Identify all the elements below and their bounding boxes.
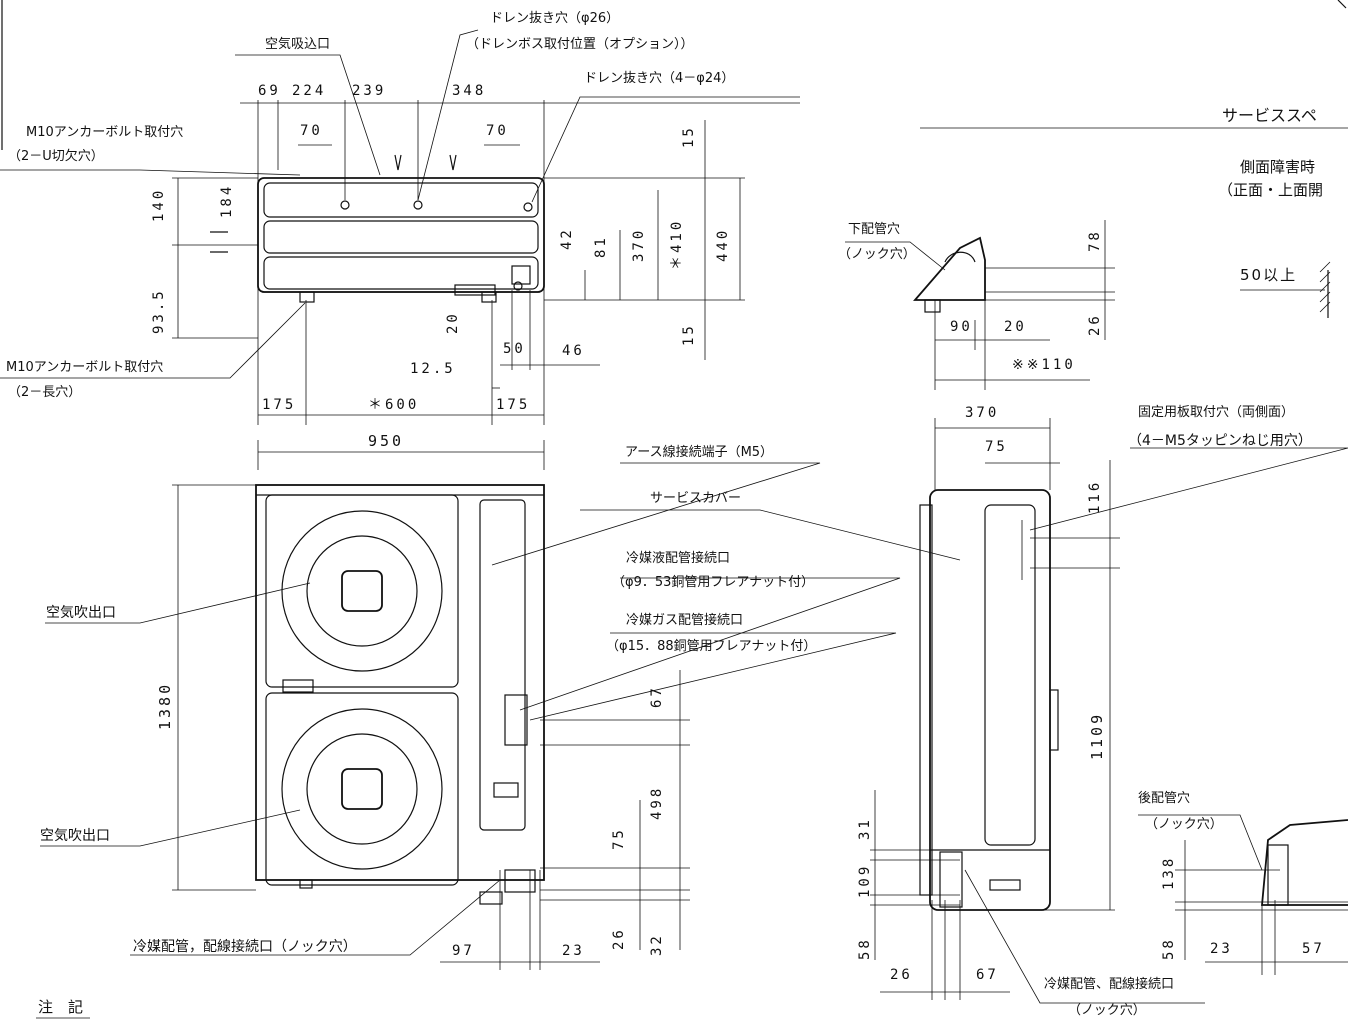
- drain-hole-4x24-label: ドレン抜き穴（4－φ24）: [584, 71, 735, 86]
- dim-12-5: 12.5: [410, 361, 456, 377]
- dim-410: ＊410: [669, 218, 685, 270]
- dim-20-top: 20: [445, 311, 461, 334]
- dim-78: 78: [1087, 229, 1103, 252]
- side-obstacle-label: 側面障害時: [1240, 158, 1316, 176]
- dim-15-top: 15: [681, 125, 697, 148]
- side-view: [870, 418, 1348, 1004]
- dim-67-front: 67: [649, 685, 665, 708]
- dim-26-side: 26: [890, 967, 913, 983]
- rear-pipe-detail: [1138, 814, 1348, 975]
- drain-boss-label: （ドレンボス取付位置（オプション））: [466, 37, 694, 52]
- dim-23-rear: 23: [1210, 941, 1233, 957]
- notes-heading: 注 記: [38, 998, 84, 1016]
- bottom-pipe-detail: [845, 220, 1115, 390]
- dim-600: ＊600: [368, 397, 420, 413]
- dim-42: 42: [559, 227, 575, 250]
- dim-109: 109: [857, 863, 873, 898]
- fixing-plate-label: 固定用板取付穴（両側面）: [1138, 405, 1295, 420]
- rear-pipe-hole-label: 後配管穴: [1138, 791, 1191, 806]
- dim-175-right: 175: [496, 397, 531, 413]
- dim-23-front: 23: [562, 943, 585, 959]
- anchor-bolt-long-sub-label: （2－長穴）: [8, 385, 82, 400]
- dim-70-left: 70: [300, 123, 323, 139]
- dim-70-right: 70: [486, 123, 509, 139]
- bottom-pipe-hole-label: 下配管穴: [848, 222, 901, 237]
- dim-26-front: 26: [611, 927, 627, 950]
- knock-hole-label-3: （ノック穴）: [1068, 1003, 1146, 1018]
- dim-69: 69: [258, 83, 281, 99]
- liquid-pipe-label: 冷媒液配管接続口: [626, 551, 731, 566]
- dim-58-side: 58: [857, 937, 873, 960]
- front-top-open-label: （正面・上面開: [1218, 181, 1324, 199]
- dim-370-vertical: 370: [631, 227, 647, 262]
- top-view: [0, 29, 1348, 425]
- earth-terminal-label: アース線接続端子（M5）: [625, 445, 774, 460]
- dim-950: 950: [368, 432, 405, 450]
- dim-81: 81: [593, 235, 609, 258]
- dim-90: 90: [950, 319, 973, 335]
- anchor-bolt-long-label: M10アンカーボルト取付穴: [6, 360, 164, 375]
- pipe-wiring-label-1: 冷媒配管，配線接続口（ノック穴）: [133, 939, 357, 955]
- dim-58-rear: 58: [1161, 937, 1177, 960]
- anchor-bolt-u-sub-label: （2－U切欠穴）: [8, 149, 104, 164]
- dim-140: 140: [151, 187, 167, 222]
- dim-138: 138: [1161, 855, 1177, 890]
- dim-184: 184: [219, 183, 235, 218]
- dim-370-horizontal: 370: [965, 405, 1000, 421]
- dim-110: ※※110: [1012, 357, 1076, 373]
- dim-1109: 1109: [1088, 711, 1106, 760]
- dim-15-bottom: 15: [681, 323, 697, 346]
- dim-348: 348: [452, 83, 487, 99]
- gas-pipe-sub-label: （φ15．88銅管用フレアナット付）: [606, 639, 817, 654]
- pipe-wiring-label-2: 冷媒配管、配線接続口: [1044, 977, 1175, 992]
- dim-239: 239: [352, 83, 387, 99]
- fixing-plate-sub-label: （4－M5タッピンねじ用穴）: [1128, 433, 1312, 449]
- dim-31: 31: [857, 817, 873, 840]
- dim-175-left: 175: [262, 397, 297, 413]
- service-space-fragment: [1240, 261, 1331, 318]
- dim-1380: 1380: [156, 681, 174, 730]
- service-space-label: サービススペ: [1222, 106, 1317, 125]
- dim-46: 46: [562, 343, 585, 359]
- service-cover-label: サービスカバー: [650, 491, 742, 506]
- anchor-bolt-u-label: M10アンカーボルト取付穴: [26, 125, 184, 140]
- front-view: [40, 440, 961, 970]
- liquid-pipe-sub-label: （φ9．53銅管用フレアナット付）: [612, 575, 815, 590]
- air-intake-label: 空気吸込口: [265, 37, 331, 52]
- dim-440: 440: [715, 227, 731, 262]
- air-outlet-label-1: 空気吹出口: [46, 605, 116, 621]
- knock-hole-label-1: （ノック穴）: [838, 247, 916, 262]
- dim-93-5: 93.5: [151, 288, 167, 334]
- dim-57: 57: [1302, 941, 1325, 957]
- dim-26-detail: 26: [1087, 313, 1103, 336]
- knock-hole-label-2: （ノック穴）: [1145, 817, 1223, 832]
- dim-116: 116: [1087, 479, 1103, 514]
- dim-75-side: 75: [985, 439, 1008, 455]
- dim-97: 97: [452, 943, 475, 959]
- gas-pipe-label: 冷媒ガス配管接続口: [626, 613, 744, 628]
- dim-20-detail: 20: [1004, 319, 1027, 335]
- dim-75-front: 75: [611, 827, 627, 850]
- dim-67-side: 67: [976, 967, 999, 983]
- over-50-label: 50以上: [1240, 266, 1298, 284]
- drain-hole-26-label: ドレン抜き穴（φ26）: [490, 11, 620, 26]
- dim-32: 32: [649, 933, 665, 956]
- dim-224: 224: [292, 83, 327, 99]
- dim-50: 50: [503, 341, 526, 357]
- dim-498: 498: [649, 785, 665, 820]
- air-outlet-label-2: 空気吹出口: [40, 828, 110, 844]
